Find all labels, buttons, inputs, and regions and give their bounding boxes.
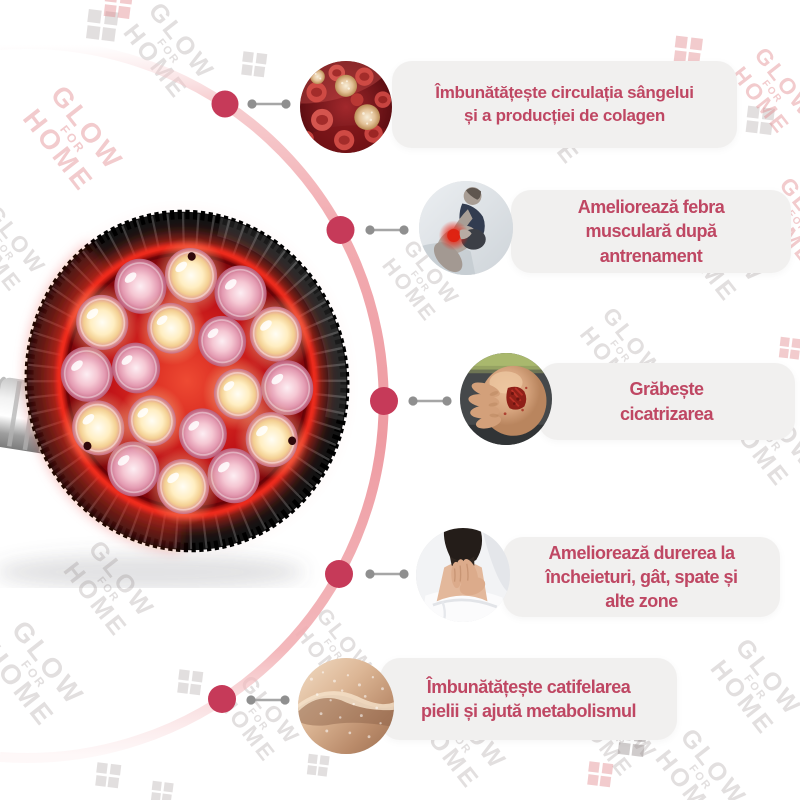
four-diamonds-logo-icon bbox=[300, 747, 335, 782]
benefit-card-5: Îmbunătățește catifelarea pielii și ajut… bbox=[380, 658, 677, 740]
benefit-card-3: Grăbește cicatrizarea bbox=[538, 363, 795, 440]
red-light-therapy-bulb bbox=[0, 199, 360, 588]
four-diamonds-logo-icon bbox=[234, 44, 274, 84]
watermark-line: GLOW bbox=[749, 42, 800, 123]
watermark-line: HOME bbox=[0, 638, 61, 734]
benefit-photo-athlete-knee bbox=[419, 181, 513, 275]
watermark-line: HOME bbox=[377, 253, 442, 327]
watermark-line: GLOW bbox=[729, 633, 800, 722]
watermark-line: FOR bbox=[245, 706, 271, 734]
four-diamonds-logo-icon bbox=[737, 97, 782, 142]
watermark-line: FOR bbox=[154, 36, 182, 68]
benefit-label-1: Îmbunătățește circulația sângelui și a p… bbox=[435, 82, 694, 125]
four-diamonds-logo-icon bbox=[77, 0, 128, 50]
watermark-line: GLOW bbox=[44, 80, 130, 177]
four-diamonds-logo-icon bbox=[88, 755, 128, 795]
timeline-node-1 bbox=[211, 90, 239, 118]
four-diamonds-logo-icon bbox=[580, 754, 620, 794]
bulb-shadow bbox=[0, 554, 305, 588]
four-diamonds-logo-icon bbox=[170, 662, 210, 702]
benefit-card-2: Ameliorează febra musculară după antrena… bbox=[511, 190, 791, 273]
watermark-line: HOME bbox=[704, 654, 781, 741]
four-diamonds-logo-icon bbox=[144, 774, 179, 800]
watermark-line: FOR bbox=[17, 658, 49, 692]
watermark-line: HOME bbox=[726, 62, 795, 140]
benefit-card-4: Ameliorează durerea la încheieturi, gât,… bbox=[503, 537, 780, 617]
watermark-line: FOR bbox=[686, 762, 714, 794]
benefit-photo-blood-cells bbox=[300, 61, 392, 153]
benefit-photo-skin bbox=[298, 658, 394, 754]
benefit-label-4: Ameliorează durerea la încheieturi, gât,… bbox=[545, 542, 738, 612]
four-diamonds-logo-icon bbox=[95, 0, 140, 27]
benefit-card-1: Îmbunătățește circulația sângelui și a p… bbox=[392, 61, 737, 148]
bulb-head bbox=[14, 199, 360, 563]
watermark-line: GLOW bbox=[5, 615, 91, 712]
benefit-label-2: Ameliorează febra musculară după antrena… bbox=[577, 197, 725, 266]
four-diamonds-logo-icon bbox=[772, 330, 800, 365]
watermark-line: HOME bbox=[212, 690, 281, 768]
benefit-photo-knee-wound bbox=[460, 353, 552, 445]
watermark-line: GLOW bbox=[674, 723, 753, 800]
watermark-line: FOR bbox=[56, 123, 88, 157]
benefit-label-5: Îmbunătățește catifelarea pielii și ajut… bbox=[420, 676, 637, 721]
benefit-label-3: Grăbește cicatrizarea bbox=[619, 379, 714, 424]
watermark-line: GLOW bbox=[235, 670, 305, 751]
watermark-line: GLOW bbox=[142, 0, 221, 86]
timeline-node-5 bbox=[208, 685, 236, 713]
watermark-line: HOME bbox=[649, 744, 726, 800]
watermark-line: FOR bbox=[759, 78, 785, 106]
timeline-node-3 bbox=[370, 387, 398, 415]
benefit-photo-neck-pain bbox=[416, 528, 510, 622]
watermark-line: HOME bbox=[117, 18, 194, 105]
watermark-line: FOR bbox=[741, 672, 769, 704]
